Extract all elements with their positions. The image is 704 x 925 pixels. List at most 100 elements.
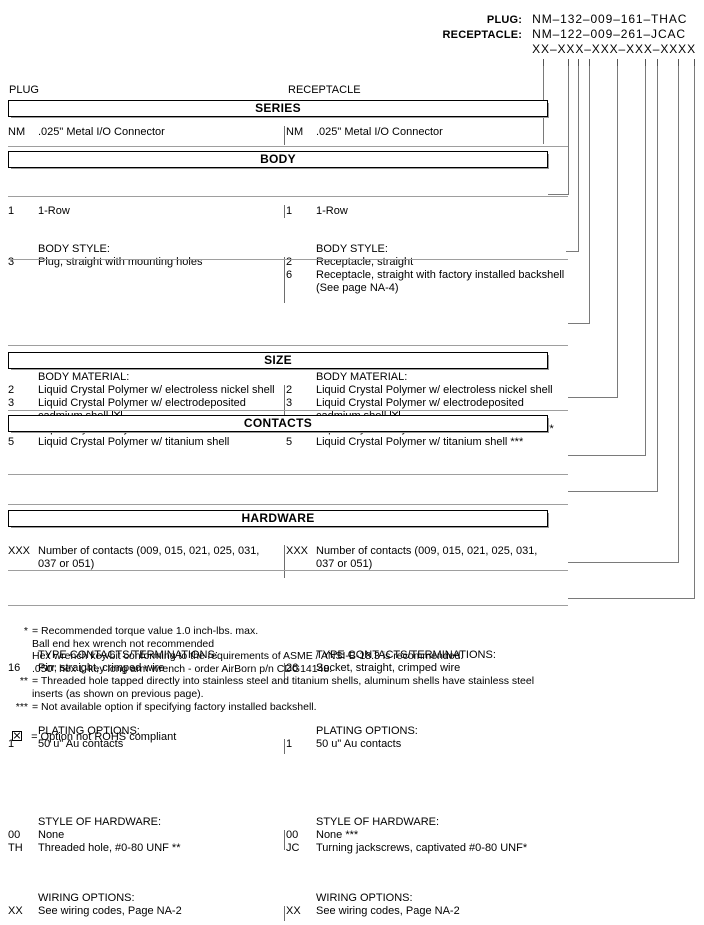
- option-code: 1: [8, 205, 15, 217]
- option-description: Threaded hole, #0-80 UNF **: [38, 842, 181, 854]
- leader-line-contact-type-horizontal: [568, 455, 646, 456]
- receptacle-label: RECEPTACLE:: [442, 29, 523, 41]
- option-description: See wiring codes, Page NA-2: [38, 905, 182, 917]
- option-code: 16: [8, 662, 21, 674]
- rohs-note-text: = Option not ROHS compliant: [31, 731, 177, 743]
- option-group-receptacle-column: 1 1-Row: [286, 205, 576, 218]
- leader-line-size-vertical: [617, 66, 618, 398]
- group-separator-rule: [8, 410, 568, 411]
- option-code: 5: [8, 436, 15, 448]
- footnote-marker: ***: [15, 700, 28, 713]
- option-description-continued: (See page NA-4): [316, 282, 399, 294]
- leader-line-body-material-vertical: [589, 66, 590, 324]
- option-row: JC Turning jackscrews, captivated #0-80 U…: [286, 842, 576, 855]
- option-row: TH Threaded hole, #0-80 UNF **: [8, 842, 280, 855]
- column-divider: [284, 545, 285, 578]
- leader-line-size-horizontal: [568, 397, 618, 398]
- option-description: None ***: [316, 829, 359, 841]
- part-number-mask-row: XX–XXX–XXX–XXX–XXXX: [434, 42, 696, 57]
- option-code: 2: [8, 384, 15, 396]
- plug-part-number: NM–132–009–161–THAC: [532, 12, 688, 26]
- group-separator-rule: [8, 345, 568, 346]
- option-code: JC: [286, 842, 300, 854]
- tick-mark-size: [617, 59, 618, 66]
- receptacle-part-number: NM–122–009–261–JCAC: [532, 27, 686, 41]
- option-row: NM.025" Metal I/O Connector: [286, 126, 576, 139]
- option-description: Number of contacts (009, 015, 021, 025, …: [316, 545, 538, 557]
- part-number-header: PLUG: NM–132–009–161–THAC RECEPTACLE: NM…: [434, 12, 696, 57]
- option-description: Receptacle, straight with factory instal…: [316, 269, 565, 281]
- option-description: .025" Metal I/O Connector: [38, 126, 165, 138]
- option-description: Liquid Crystal Polymer w/ electrodeposit…: [316, 397, 524, 409]
- option-description-continued: 037 or 051): [38, 558, 95, 570]
- option-description: Liquid Crystal Polymer w/ titanium shell…: [316, 436, 524, 448]
- group-separator-rule: [8, 504, 568, 505]
- option-row: 1 1-Row: [286, 205, 576, 218]
- section-banner: BODY: [8, 151, 548, 168]
- footnote-line: Ball end hex wrench not recommended: [32, 637, 215, 650]
- tick-mark-wiring: [694, 59, 695, 66]
- option-description: 1-Row: [316, 205, 348, 217]
- option-group-header: BODY STYLE:: [316, 243, 388, 255]
- leader-line-body-style-vertical: [578, 66, 579, 252]
- option-code: 6: [286, 269, 293, 281]
- group-separator-rule: [8, 570, 568, 571]
- option-description: Receptacle, straight: [316, 256, 414, 268]
- part-number-mask: XX–XXX–XXX–XXX–XXXX: [532, 42, 696, 56]
- option-code: XXX: [8, 545, 31, 557]
- x-box-icon: [12, 731, 22, 741]
- leader-line-plating-horizontal: [568, 491, 658, 492]
- option-code: TH: [8, 842, 23, 854]
- option-group: XXX Number of contacts (009, 015, 021, 02…: [8, 545, 568, 584]
- tick-mark-plating: [657, 59, 658, 66]
- option-row: 1 1-Row: [8, 205, 280, 218]
- leader-line-contact-type-vertical: [645, 66, 646, 456]
- option-description: Liquid Crystal Polymer w/ electroless ni…: [316, 384, 553, 396]
- part-number-plug-row: PLUG: NM–132–009–161–THAC: [434, 12, 696, 27]
- column-divider: [284, 257, 285, 303]
- option-description: Turning jackscrews, captivated #0-80 UNF…: [316, 842, 528, 854]
- option-description: Liquid Crystal Polymer w/ electroless ni…: [38, 384, 275, 396]
- option-group-header: STYLE OF HARDWARE:: [38, 816, 162, 828]
- leader-line-wiring-horizontal: [568, 598, 695, 599]
- option-code: 1: [8, 738, 15, 750]
- option-description: 1-Row: [38, 205, 70, 217]
- option-group-header: BODY MATERIAL:: [38, 371, 130, 383]
- footnotes: *= Recommended torque value 1.0 inch-lbs…: [6, 625, 606, 713]
- option-code: 1: [286, 205, 293, 217]
- tick-mark-series: [543, 59, 544, 66]
- footnote-line: = Not available option if specifying fac…: [32, 700, 317, 713]
- option-description: 50 u" Au contacts: [316, 738, 402, 750]
- option-row: NM.025" Metal I/O Connector: [8, 126, 280, 139]
- option-description: Plug, straight with mounting holes: [38, 256, 203, 268]
- option-description-continued: 037 or 051): [316, 558, 373, 570]
- column-caption-receptacle: RECEPTACLE: [288, 84, 361, 96]
- leader-line-plating-vertical: [657, 66, 658, 492]
- leader-line-body-style-horizontal: [566, 251, 579, 252]
- leader-line-hardware-style-horizontal: [568, 562, 679, 563]
- group-separator-rule: [8, 259, 568, 260]
- plug-label: PLUG:: [486, 14, 523, 26]
- option-description: .025" Metal I/O Connector: [316, 126, 443, 138]
- column-divider: [284, 205, 285, 218]
- leader-line-body-row-vertical: [568, 66, 569, 195]
- option-code: XX: [8, 905, 23, 917]
